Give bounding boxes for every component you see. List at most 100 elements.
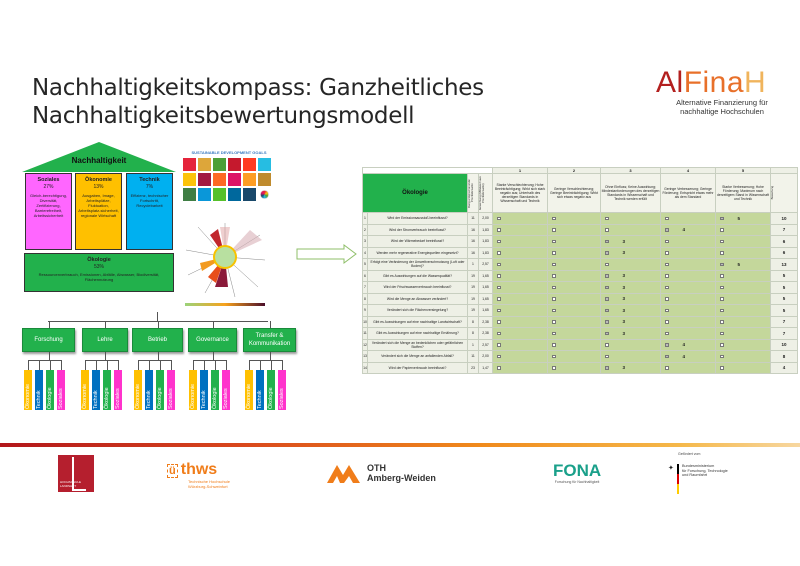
option-checkbox[interactable] [552,331,556,336]
option-checkbox[interactable] [665,297,669,301]
pillar-title: Ökonomie [85,177,112,183]
option-cell-2 [547,235,601,248]
option-cell-1 [492,292,548,305]
option-checkbox[interactable] [552,308,556,313]
option-checkbox[interactable] [497,228,501,232]
option-cell-5 [715,246,771,259]
option-checkbox[interactable] [665,216,669,221]
question-text: Werden mehr regenerative Energiequellen … [367,246,468,259]
option-checkbox[interactable] [552,239,556,244]
option-checkbox[interactable] [720,343,724,347]
option-checkbox[interactable] [605,274,609,278]
option-checkbox[interactable] [720,239,724,244]
option-checkbox[interactable] [605,216,609,221]
weight-header-text: Gewichtung (Mittelwert aus Prioritätsmat… [478,176,486,210]
option-checkbox[interactable] [497,262,501,267]
option-checkbox[interactable] [552,274,556,278]
option-checkbox[interactable] [665,251,669,255]
rank-cell: 11 [467,212,479,225]
option-checkbox[interactable] [552,251,556,255]
option-checkbox[interactable] [605,331,609,335]
rank-cell: 19 [467,281,479,294]
option-checkbox[interactable] [497,239,501,244]
pillar-soziales: Soziales 27% Gleich-berechtigung, Divers… [25,173,72,250]
option-checkbox[interactable] [665,366,669,370]
option-checkbox[interactable] [665,262,669,267]
option-checkbox[interactable] [552,354,556,359]
question-text: Wird der Wärmebedarf beeinflusst? [367,235,468,248]
option-checkbox[interactable] [552,216,556,221]
option-checkbox[interactable] [665,354,669,358]
dimension-bar: Soziales [57,370,65,410]
option-checkbox[interactable] [665,331,669,336]
option-checkbox[interactable] [665,343,669,347]
option-checkbox[interactable] [552,297,556,301]
option-checkbox[interactable] [497,297,501,301]
option-checkbox[interactable] [552,285,556,290]
option-checkbox[interactable] [720,297,724,301]
option-checkbox[interactable] [605,228,609,232]
option-checkbox[interactable] [605,297,609,301]
option-checkbox[interactable] [605,320,609,324]
option-checkbox[interactable] [497,343,501,347]
option-checkbox[interactable] [720,251,724,255]
option-checkbox[interactable] [605,285,609,289]
option-checkbox[interactable] [720,354,724,359]
option-checkbox[interactable] [720,308,724,313]
option-checkbox[interactable] [497,320,501,324]
option-checkbox[interactable] [720,216,724,220]
option-checkbox[interactable] [497,331,501,336]
option-checkbox[interactable] [720,285,724,290]
option-checkbox[interactable] [605,308,609,312]
option-checkbox[interactable] [605,251,609,255]
rank-cell: 8 [467,327,479,340]
option-checkbox[interactable] [497,366,501,370]
option-checkbox[interactable] [552,228,556,232]
option-checkbox[interactable] [720,320,724,324]
option-checkbox[interactable] [605,354,609,359]
option-checkbox[interactable] [497,354,501,359]
sdg-tile [228,173,241,186]
option-checkbox[interactable] [497,308,501,313]
option-checkbox[interactable] [720,366,724,370]
option-checkbox[interactable] [665,320,669,324]
option-checkbox[interactable] [552,343,556,347]
option-checkbox[interactable] [497,285,501,290]
weight-cell: 2,57 [478,338,493,351]
option-cell-2 [547,315,601,328]
question-text: Wird der Papierverbrauch beeinflusst? [367,361,468,374]
option-cell-4 [660,258,716,271]
dimension-bar: Technik [35,370,43,410]
option-checkbox[interactable] [552,366,556,370]
option-cell-3 [600,212,661,225]
option-checkbox[interactable] [605,343,609,347]
option-cell-1 [492,361,548,374]
option-checkbox[interactable] [665,228,669,232]
option-checkbox[interactable] [720,262,724,266]
option-checkbox[interactable] [497,274,501,278]
rank-cell: 19 [467,269,479,282]
bmbf-line: Bundesministerium [682,464,715,468]
option-checkbox[interactable] [605,239,609,243]
option-checkbox[interactable] [552,262,556,267]
option-checkbox[interactable] [497,216,501,221]
option-checkbox[interactable] [720,228,724,232]
option-checkbox[interactable] [552,320,556,324]
option-checkbox[interactable] [720,331,724,336]
fona-name: FONA [553,461,602,480]
option-checkbox[interactable] [605,366,609,370]
option-checkbox[interactable] [665,308,669,313]
option-checkbox[interactable] [665,239,669,244]
option-checkbox[interactable] [497,251,501,255]
option-checkbox[interactable] [720,274,724,278]
option-checkbox[interactable] [665,274,669,278]
rank-cell: 16 [467,246,479,259]
connector-line [48,352,50,360]
option-checkbox[interactable] [665,285,669,290]
option-checkbox[interactable] [605,262,609,267]
